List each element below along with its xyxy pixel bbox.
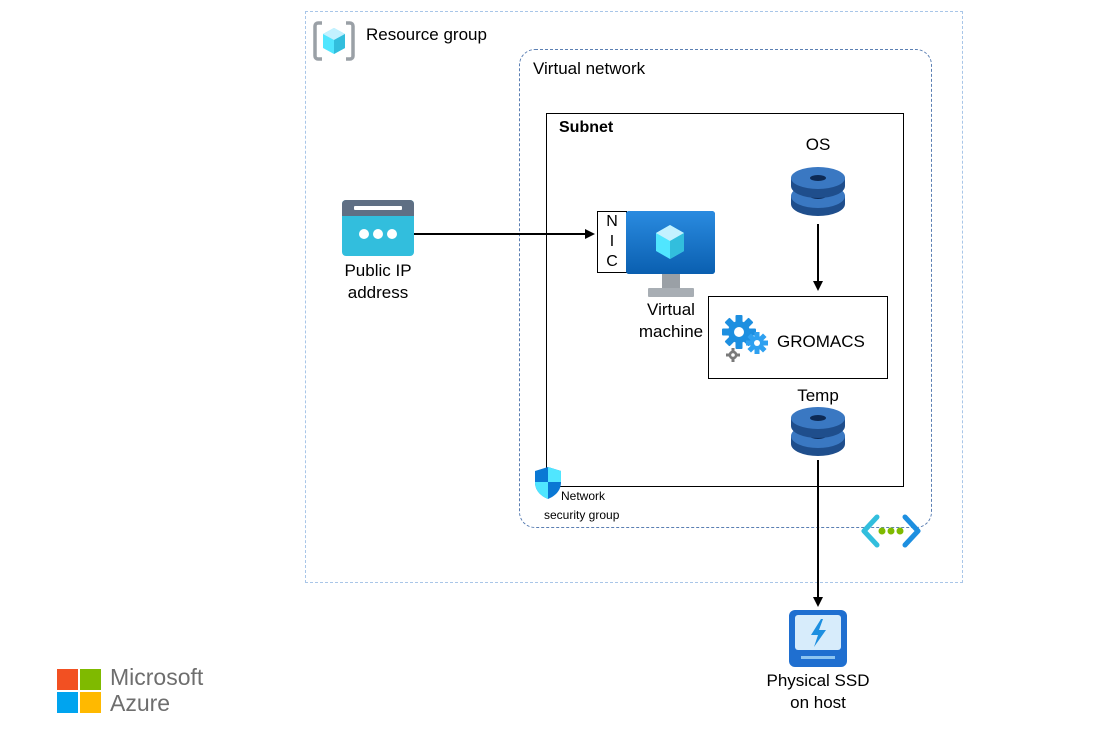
microsoft-logo — [57, 669, 101, 713]
subnet-container — [546, 113, 904, 487]
resource-group-label: Resource group — [366, 25, 487, 44]
nsg-label-line1: Network — [561, 489, 606, 503]
virtual-machine-label-line2: machine — [638, 322, 704, 341]
subnet-label: Subnet — [559, 119, 614, 136]
public-ip-label-line2: address — [347, 283, 409, 302]
virtual-network-container — [519, 49, 932, 528]
public-ip-icon — [342, 200, 414, 256]
resource-group-container — [305, 11, 963, 583]
virtual-network-icon — [861, 514, 921, 548]
virtual-network-label: Virtual network — [533, 59, 646, 78]
nic-letter: I — [609, 233, 615, 250]
nic-box: N I C — [597, 211, 627, 273]
nic-letter: N — [606, 213, 618, 230]
nsg-label-line2: security group — [544, 508, 620, 522]
brand-microsoft: Microsoft — [110, 664, 204, 690]
nic-letter: C — [606, 253, 618, 270]
temp-disk-label: Temp — [797, 386, 839, 405]
temp-disk-icon — [791, 407, 845, 456]
brand-azure: Azure — [110, 690, 171, 716]
resource-group-icon — [313, 21, 355, 61]
shield-icon — [535, 467, 561, 499]
os-disk-label: OS — [805, 135, 831, 154]
public-ip-label-line1: Public IP — [344, 261, 412, 280]
virtual-machine-icon — [626, 211, 715, 297]
os-disk-icon — [791, 167, 845, 216]
physical-ssd-label-line1: Physical SSD — [766, 671, 870, 690]
gears-icon — [722, 315, 768, 362]
virtual-machine-label-line1: Virtual — [647, 300, 695, 319]
physical-ssd-label-line2: on host — [790, 693, 846, 712]
gromacs-label: GROMACS — [777, 332, 865, 351]
ssd-icon — [789, 610, 847, 667]
